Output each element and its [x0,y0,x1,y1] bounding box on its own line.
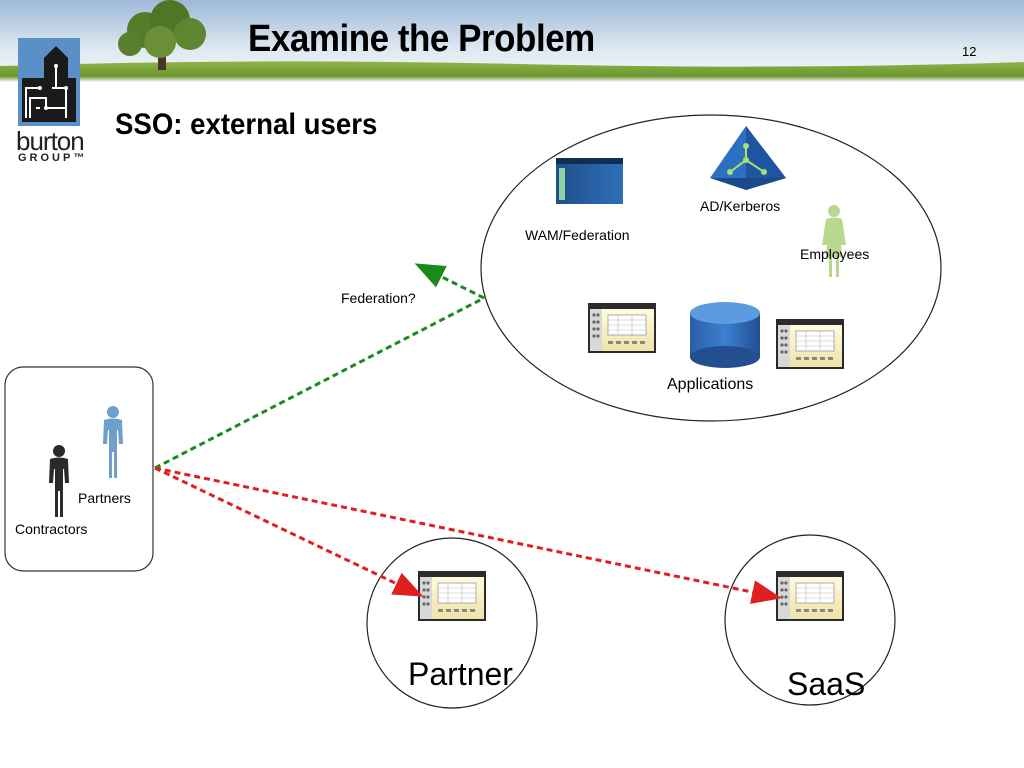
ad-kerberos-icon [710,126,786,190]
wam-label: WAM/Federation [525,227,630,243]
slide-title: Examine the Problem [248,18,595,60]
enterprise-ellipse [480,114,942,422]
applications-label: Applications [667,376,754,393]
page-number: 12 [962,44,977,59]
slide-subtitle: SSO: external users [115,108,378,141]
partner-circle [366,537,538,709]
employees-label: Employees [800,246,870,262]
database-icon [690,302,760,368]
partner-person-icon [103,406,123,478]
ad-label: AD/Kerberos [700,198,781,214]
federation-arrow [154,296,485,470]
saas-arrow [154,466,782,604]
saas-site-label: SaaS [787,666,866,702]
external-users-box [4,366,154,572]
application-window-icon [587,302,657,354]
logo-wordmark: burton [16,126,85,156]
application-window-icon [775,318,845,370]
federation-arrowhead-line [414,263,485,300]
partner-site-label: Partner [408,656,513,692]
partner-arrow [154,466,424,597]
header-banner [0,0,1024,82]
employee-figure-icon [822,205,846,277]
tree-icon [118,0,206,70]
wam-server-icon [556,158,623,204]
burton-group-logo [18,38,80,126]
contractor-person-icon [49,445,69,517]
saas-circle [724,534,896,706]
federation-question-label: Federation? [341,290,416,306]
partners-label: Partners [78,490,131,506]
partner-app-icon [417,570,487,622]
contractors-label: Contractors [15,521,88,537]
logo-group-text: GROUP™ [18,152,88,164]
saas-app-icon [775,570,845,622]
